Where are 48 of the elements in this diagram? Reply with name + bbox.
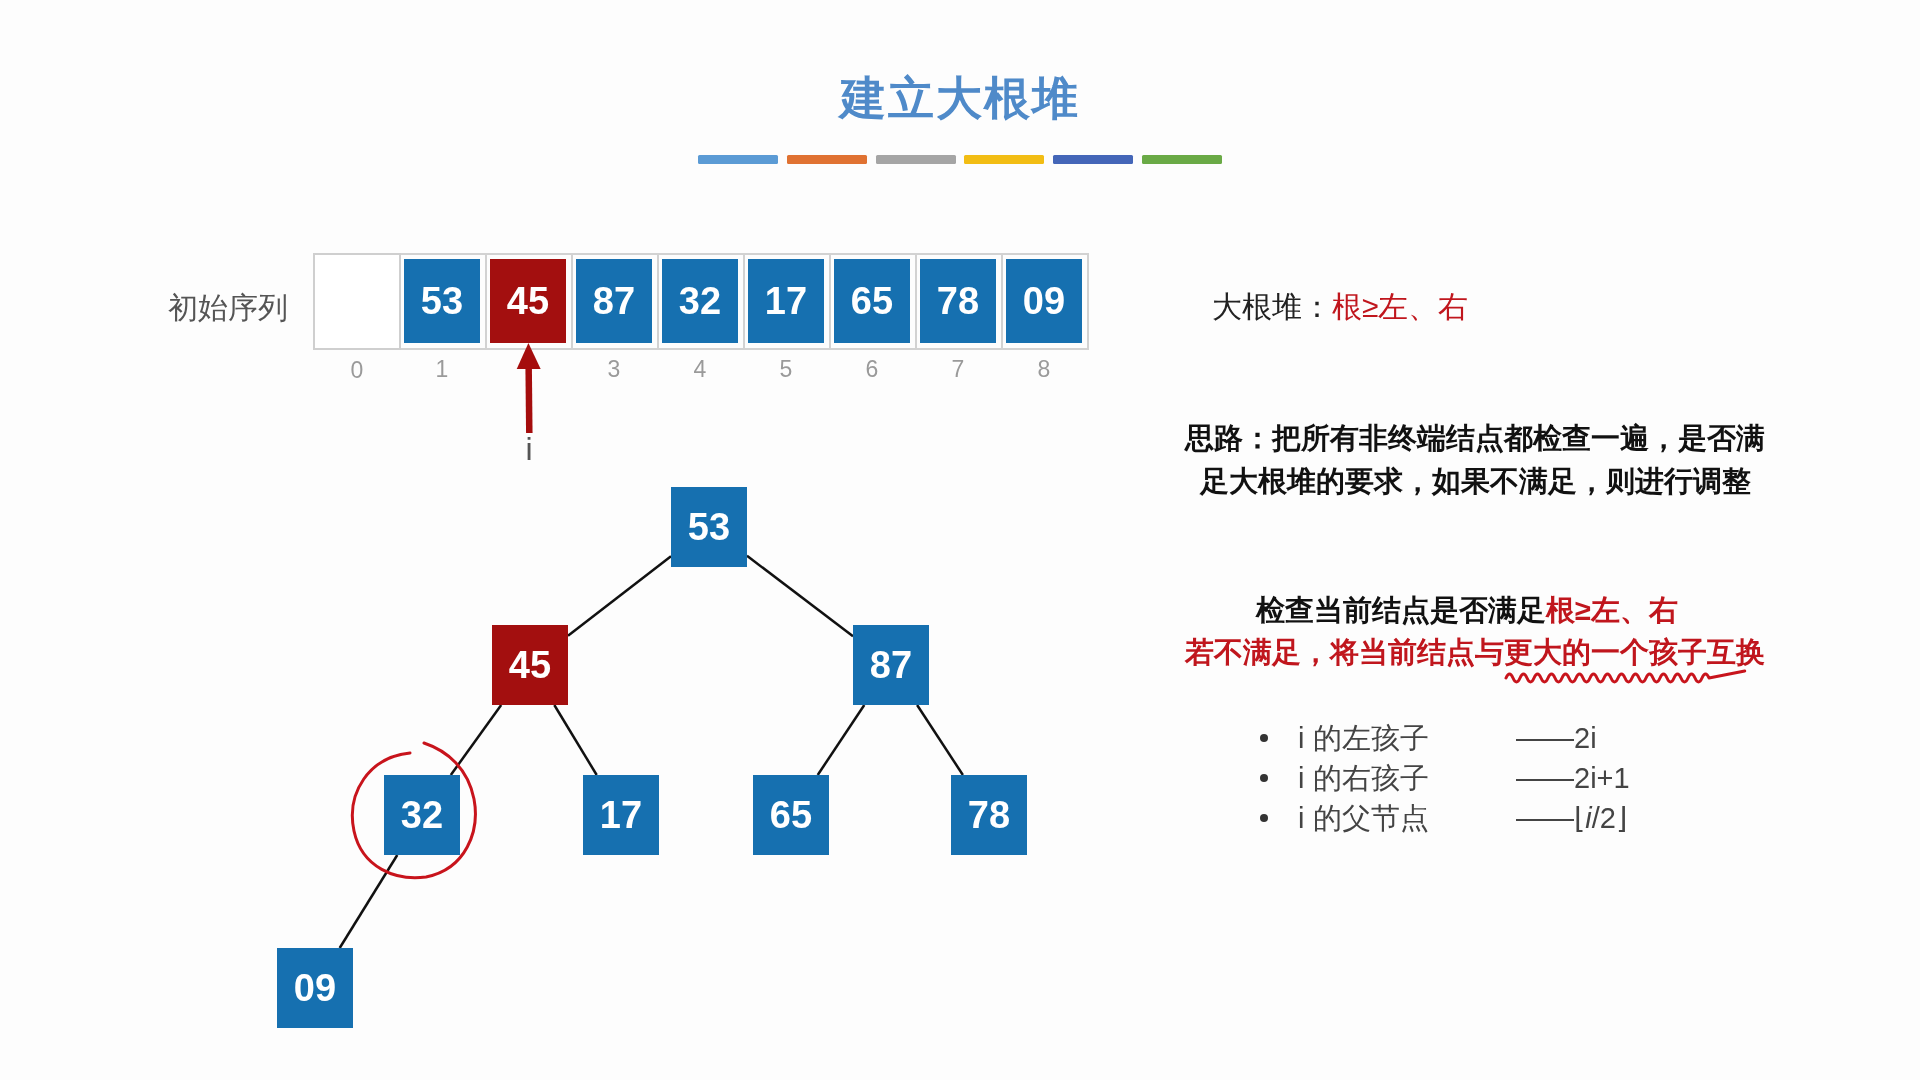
tree-edge: [746, 554, 854, 638]
swap-step: 若不满足，将当前结点与更大的一个孩子互换: [1185, 637, 1765, 668]
array-element: 78: [920, 259, 996, 343]
tree-node: 87: [853, 625, 929, 705]
tree-edge: [338, 854, 399, 949]
sequence-caption: 初始序列: [168, 290, 288, 326]
array-element: 32: [662, 259, 738, 343]
array-element: 45: [490, 259, 566, 343]
index-number: 3: [607, 356, 621, 384]
array-element: 65: [834, 259, 910, 343]
formula-value: ——2i+1: [1516, 760, 1630, 796]
index-number: 7: [951, 356, 965, 384]
tree-node: 32: [384, 775, 460, 855]
definition-rule: 根≥左、右: [1332, 289, 1469, 325]
formula-term: i 的父节点: [1298, 800, 1429, 836]
array-element: 53: [404, 259, 480, 343]
empty-array-slot: [313, 253, 401, 350]
tree-node: 17: [583, 775, 659, 855]
tree-node: 78: [951, 775, 1027, 855]
index-number: 1: [435, 356, 449, 384]
index-number: 8: [1037, 356, 1051, 384]
pointer-label: i: [523, 433, 535, 465]
array-element: 87: [576, 259, 652, 343]
check-step: 检查当前结点是否满足: [1256, 595, 1546, 626]
definition-term: 大根堆：: [1212, 289, 1332, 325]
index-number: 0: [350, 357, 364, 385]
tree-node: 45: [492, 625, 568, 705]
array-element: 09: [1006, 259, 1082, 343]
tree-edge: [916, 704, 964, 776]
formula-value: ——2i: [1516, 720, 1597, 756]
formula-term: i 的左孩子: [1298, 720, 1429, 756]
tree-edge: [553, 704, 598, 776]
tree-node: 09: [277, 948, 353, 1028]
formula-term: i 的右孩子: [1298, 760, 1429, 796]
formula-value: ——⌊i/2⌋: [1516, 800, 1628, 836]
index-number: 6: [865, 356, 879, 384]
tree-node: 53: [671, 487, 747, 567]
array-element: 17: [748, 259, 824, 343]
idea-paragraph: 思路：把所有非终端结点都检查一遍，是否满足大根堆的要求，如果不满足，则进行调整: [1183, 421, 1766, 499]
tree-node: 65: [753, 775, 829, 855]
tree-edge: [449, 704, 503, 776]
check-rule: 根≥左、右: [1546, 595, 1678, 626]
index-number: 5: [779, 356, 793, 384]
tree-edge: [816, 704, 866, 776]
tree-edge: [567, 555, 672, 637]
arrow: [516, 343, 541, 434]
slide-title: 建立大根堆: [840, 70, 1080, 126]
index-number: 4: [693, 356, 707, 384]
